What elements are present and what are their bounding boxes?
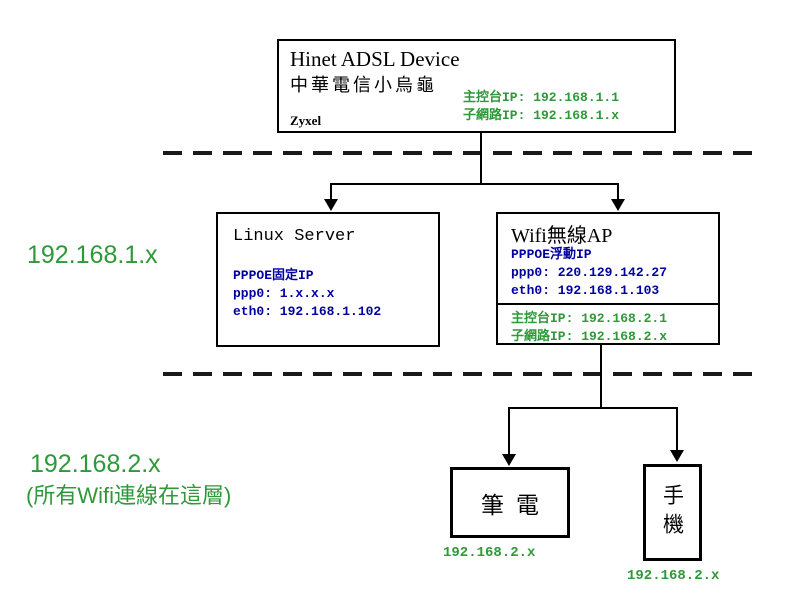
linux-ppp0: ppp0: 1.x.x.x [233,286,335,301]
phone-ip-label: 192.168.2.x [627,568,720,584]
adsl-device-subtitle: 中華電信小烏龜 [290,75,437,95]
wifi-eth0: eth0: 192.168.1.103 [511,283,660,298]
laptop-ip-label: 192.168.2.x [443,545,536,561]
laptop-title: 筆電 [481,492,551,518]
linux-pppoe-type: PPPOE固定IP [233,268,314,283]
connector-to-linux [330,183,332,200]
layer2-label: 192.168.2.x [30,450,161,478]
linux-server-title: Linux Server [233,227,356,246]
layer1-label: 192.168.1.x [27,241,158,269]
arrow-down-icon [502,454,516,466]
connector-wifi-down [600,345,602,409]
subnet-separator-bottom [163,372,759,376]
wifi-box-divider [498,303,718,305]
connector-to-phone [676,407,678,451]
wifi-console-ip: 主控台IP: 192.168.2.1 [511,311,668,326]
adsl-brand-label: Zyxel [290,113,322,128]
wifi-pppoe-type: PPPOE浮動IP [511,247,592,262]
laptop-box: 筆電 [450,467,570,538]
phone-box: 手機 [643,464,702,561]
linux-eth0: eth0: 192.168.1.102 [233,304,382,319]
arrow-down-icon [611,199,625,211]
wifi-ppp0: ppp0: 220.129.142.27 [511,265,668,280]
layer2-note: (所有Wifi連線在這層) [26,483,232,508]
adsl-device-title: Hinet ADSL Device [290,47,460,71]
wifi-subnet-ip: 子網路IP: 192.168.2.x [511,329,668,344]
subnet-separator-top [163,151,759,155]
adsl-console-ip: 主控台IP: 192.168.1.1 [463,90,620,105]
arrow-down-icon [670,450,684,462]
adsl-device-box: Hinet ADSL Device 中華電信小烏龜 主控台IP: 192.168… [277,39,676,133]
linux-server-box: Linux Server PPPOE固定IP ppp0: 1.x.x.x eth… [216,212,440,347]
phone-title: 手機 [660,483,685,542]
adsl-subnet-ip: 子網路IP: 192.168.1.x [463,108,620,123]
wifi-ap-title: Wifi無線AP [511,225,613,247]
connector-to-laptop [508,407,510,455]
connector-adsl-down [480,133,482,184]
arrow-down-icon [324,199,338,211]
connector-adsl-split [330,183,619,185]
connector-to-wifi [617,183,619,200]
wifi-ap-box: Wifi無線AP PPPOE浮動IP ppp0: 220.129.142.27 … [496,212,720,345]
connector-wifi-split [508,407,678,409]
